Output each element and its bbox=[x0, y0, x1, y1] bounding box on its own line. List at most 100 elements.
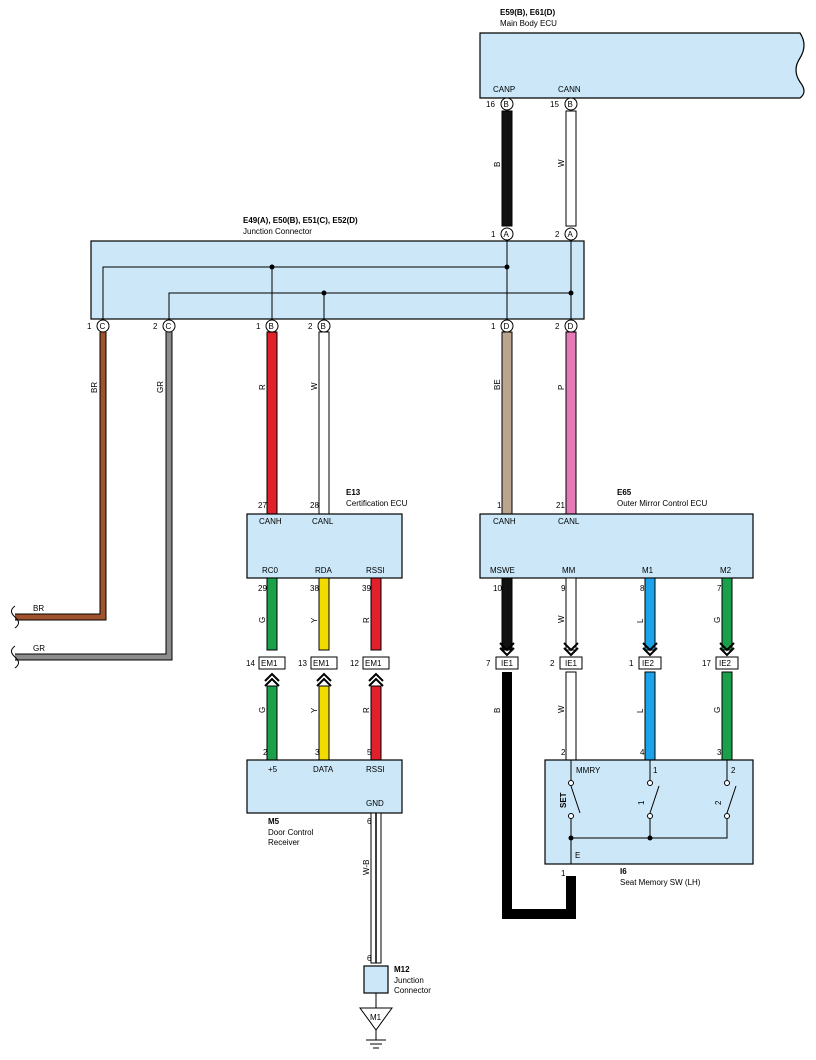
main-body-ecu: E59(B), E61(D) Main Body ECU CANP CANN bbox=[479, 8, 805, 99]
inline-connector-ie2-17: IE2 17 bbox=[702, 642, 739, 670]
svg-text:D: D bbox=[568, 322, 574, 331]
svg-text:7: 7 bbox=[717, 584, 722, 593]
wire-w-canl: W bbox=[310, 331, 330, 515]
svg-text:1: 1 bbox=[491, 322, 496, 331]
svg-text:2: 2 bbox=[731, 766, 736, 775]
svg-text:2: 2 bbox=[561, 748, 566, 757]
svg-text:GND: GND bbox=[366, 799, 384, 808]
svg-text:21: 21 bbox=[556, 501, 565, 510]
svg-text:16: 16 bbox=[486, 100, 495, 109]
svg-text:1: 1 bbox=[497, 501, 502, 510]
svg-text:RSSI: RSSI bbox=[366, 566, 385, 575]
svg-text:L: L bbox=[636, 708, 645, 713]
svg-text:W: W bbox=[557, 705, 566, 713]
svg-text:CANL: CANL bbox=[558, 517, 580, 526]
svg-text:14: 14 bbox=[246, 659, 255, 668]
svg-text:GR: GR bbox=[33, 644, 45, 653]
svg-text:1: 1 bbox=[629, 659, 634, 668]
svg-text:B: B bbox=[568, 100, 573, 109]
pin-jc-2A: 2 A bbox=[555, 227, 578, 241]
certification-ecu-code: E13 bbox=[346, 488, 361, 497]
svg-text:G: G bbox=[258, 617, 267, 623]
svg-text:29: 29 bbox=[258, 584, 267, 593]
svg-text:B: B bbox=[269, 322, 274, 331]
svg-text:3: 3 bbox=[315, 748, 320, 757]
svg-text:CANH: CANH bbox=[259, 517, 282, 526]
svg-text:R: R bbox=[258, 384, 267, 390]
svg-text:IE1: IE1 bbox=[565, 659, 578, 668]
svg-text:W: W bbox=[557, 159, 566, 167]
svg-text:6: 6 bbox=[367, 954, 372, 963]
svg-text:2: 2 bbox=[555, 322, 560, 331]
svg-text:10: 10 bbox=[493, 584, 502, 593]
svg-text:27: 27 bbox=[258, 501, 267, 510]
svg-text:G: G bbox=[713, 707, 722, 713]
seat-memory-switch: MMRY 1 2 E SET 1 2 2 4 3 1 I6 Seat Memor… bbox=[544, 748, 754, 887]
ground-icon: M1 bbox=[359, 1007, 393, 1049]
svg-text:RC0: RC0 bbox=[262, 566, 279, 575]
svg-text:28: 28 bbox=[310, 501, 319, 510]
svg-text:1: 1 bbox=[491, 230, 496, 239]
svg-text:GR: GR bbox=[156, 381, 165, 393]
svg-text:B: B bbox=[493, 708, 502, 713]
svg-text:RDA: RDA bbox=[315, 566, 333, 575]
wire-be-canh: BE bbox=[493, 331, 513, 515]
main-body-ecu-cann: CANN bbox=[558, 85, 581, 94]
svg-text:R: R bbox=[362, 617, 371, 623]
outer-mirror-ecu-name: Outer Mirror Control ECU bbox=[617, 499, 707, 508]
svg-text:W: W bbox=[557, 615, 566, 623]
svg-text:8: 8 bbox=[640, 584, 645, 593]
svg-text:IE2: IE2 bbox=[642, 659, 655, 668]
svg-text:Junction: Junction bbox=[394, 976, 424, 985]
seat-memory-switch-code: I6 bbox=[620, 867, 627, 876]
seat-memory-switch-name: Seat Memory SW (LH) bbox=[620, 878, 701, 887]
svg-text:MM: MM bbox=[562, 566, 576, 575]
svg-text:5: 5 bbox=[367, 748, 372, 757]
svg-text:1: 1 bbox=[637, 800, 646, 805]
svg-text:17: 17 bbox=[702, 659, 711, 668]
svg-text:R: R bbox=[362, 707, 371, 713]
svg-text:P: P bbox=[557, 385, 566, 390]
pin-main-15: 15 B bbox=[550, 97, 578, 111]
svg-text:2: 2 bbox=[263, 748, 268, 757]
svg-text:2: 2 bbox=[550, 659, 555, 668]
pin-jc-2C: 2 C bbox=[153, 319, 176, 333]
certification-ecu-name: Certification ECU bbox=[346, 499, 408, 508]
svg-text:EM1: EM1 bbox=[261, 659, 278, 668]
svg-text:39: 39 bbox=[362, 584, 371, 593]
inline-connector-em1-14: EM1 14 bbox=[246, 656, 286, 687]
pin-jc-2D: 2 D bbox=[555, 319, 578, 333]
svg-text:Door Control: Door Control bbox=[268, 828, 314, 837]
svg-text:1: 1 bbox=[256, 322, 261, 331]
svg-text:A: A bbox=[568, 230, 574, 239]
wire-w-b: W-B 6 bbox=[362, 812, 382, 964]
svg-text:SET: SET bbox=[559, 792, 568, 808]
pin-jc-1C: 1 C bbox=[87, 319, 110, 333]
svg-text:D: D bbox=[504, 322, 510, 331]
wire-p-canl: P bbox=[557, 331, 577, 515]
door-control-receiver-code: M5 bbox=[268, 817, 280, 826]
svg-text:BR: BR bbox=[33, 604, 44, 613]
outer-mirror-ecu-code: E65 bbox=[617, 488, 632, 497]
inline-connector-ie1-2: IE1 2 bbox=[550, 642, 583, 670]
junction-connector: E49(A), E50(B), E51(C), E52(D) Junction … bbox=[90, 216, 585, 320]
svg-text:W: W bbox=[310, 382, 319, 390]
svg-text:B: B bbox=[321, 322, 326, 331]
pin-jc-1B: 1 B bbox=[256, 319, 279, 333]
svg-text:Y: Y bbox=[310, 617, 319, 623]
svg-text:CANL: CANL bbox=[312, 517, 334, 526]
svg-text:EM1: EM1 bbox=[365, 659, 382, 668]
svg-text:9: 9 bbox=[561, 584, 566, 593]
svg-text:38: 38 bbox=[310, 584, 319, 593]
svg-text:BR: BR bbox=[90, 382, 99, 393]
svg-text:BE: BE bbox=[493, 379, 502, 390]
svg-text:12: 12 bbox=[350, 659, 359, 668]
wire-br: BR BR bbox=[11, 332, 107, 629]
svg-text:M12: M12 bbox=[394, 965, 410, 974]
svg-text:6: 6 bbox=[367, 817, 372, 826]
main-body-ecu-canp: CANP bbox=[493, 85, 515, 94]
svg-text:G: G bbox=[258, 707, 267, 713]
svg-text:C: C bbox=[100, 322, 106, 331]
certification-ecu: E13 Certification ECU CANH CANL RC0 RDA … bbox=[246, 488, 408, 593]
svg-text:1: 1 bbox=[561, 869, 566, 878]
